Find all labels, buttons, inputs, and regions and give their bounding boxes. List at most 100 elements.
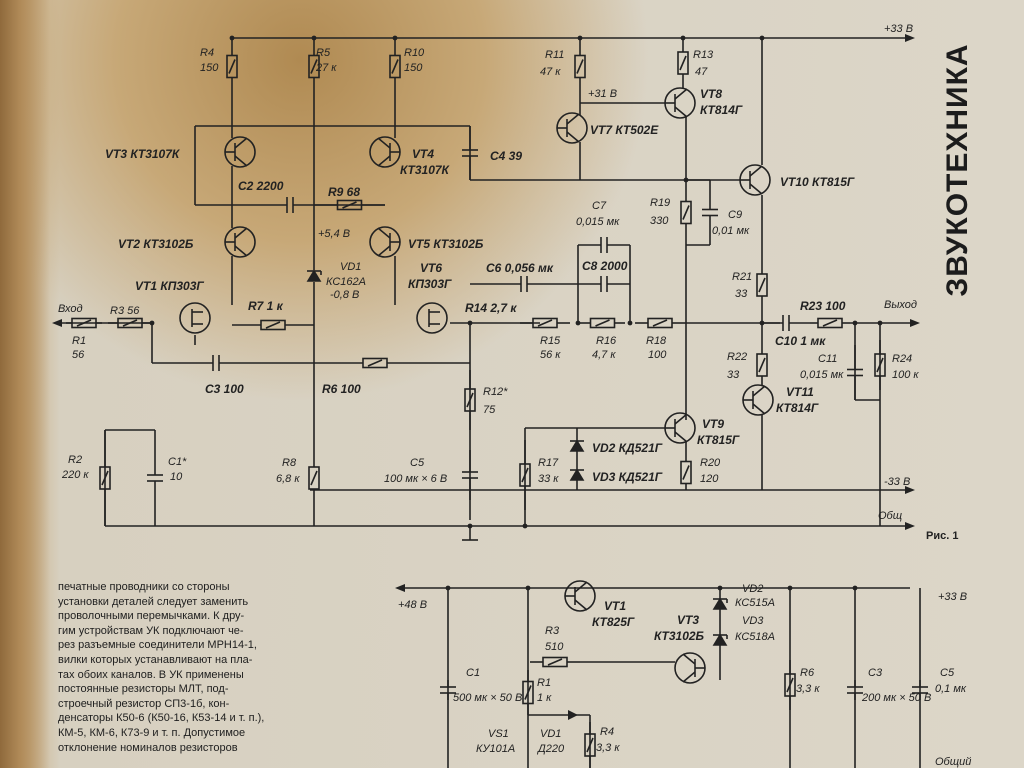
resistor-R2 (99, 466, 111, 490)
resistor-R4 (226, 54, 238, 79)
schematic-label: 33 (735, 288, 748, 300)
junction-dot (787, 585, 793, 591)
schematic-label: R3 56 (110, 305, 140, 317)
schematic-label: 100 к (892, 369, 919, 381)
schematic-label: VT2 КТ3102Б (118, 237, 194, 251)
junction-dot (229, 35, 235, 41)
schematic-label: 75 (483, 404, 496, 416)
schematic-label: 100 (648, 349, 667, 361)
schematic-label: R7 1 к (248, 299, 284, 313)
arrow (905, 522, 915, 530)
junction-dot (445, 585, 451, 591)
book-spine-shadow (0, 0, 50, 768)
schematic-label: 3,3 к (596, 742, 620, 754)
schematic-label: R11 (545, 49, 564, 61)
capacitor-C2 (286, 197, 294, 213)
schematic-label: R4 (600, 726, 614, 738)
schematic-label: C5 (940, 667, 955, 679)
schematic-label: R21 (732, 271, 752, 283)
text-line: гим устройствам УК подключают че- (58, 624, 244, 637)
capacitor-C11 (847, 368, 863, 377)
schematic-label: C7 (592, 200, 607, 212)
capacitor-C5 (462, 471, 478, 479)
text-line: отклонение номиналов резисторов (58, 741, 238, 754)
schematic-label: VT9 (702, 417, 724, 431)
fig2-capacitor-C1 (440, 686, 456, 694)
junction-dot (852, 585, 858, 591)
schematic-label: 47 к (540, 66, 561, 78)
transistor-VT11 (742, 384, 774, 416)
resistor-R5 (308, 54, 320, 79)
resistor-R1 (71, 317, 97, 329)
fig2-diode-VD1 (568, 710, 578, 720)
text-line: тах обоих каналов. В УК применены (58, 668, 244, 681)
schematic-label: R19 (650, 197, 670, 209)
resistor-R23 (817, 317, 843, 329)
schematic-label: VT10 КТ815Г (780, 175, 855, 189)
schematic-label: R16 (596, 335, 617, 347)
schematic-label: КТ814Г (776, 401, 819, 415)
text-line: строечный резистор СП3-1б, кон- (58, 697, 230, 710)
capacitor-C10 (782, 315, 790, 331)
schematic-label: -33 В (884, 476, 910, 488)
schematic-label: R3 (545, 625, 560, 637)
schematic-label: КТ3102Б (654, 629, 705, 643)
fig2-capacitor-C5 (912, 686, 928, 694)
schematic-label: 56 (72, 349, 85, 361)
schematic-label: VT3 (677, 613, 699, 627)
schematic-label: VT5 КТ3102Б (408, 237, 484, 251)
schematic-label: R10 (404, 47, 425, 59)
schematic-label: 150 (200, 62, 219, 74)
transistor-VT8 (664, 87, 696, 119)
text-line: рез разъемные соединители МРН14-1, (58, 639, 257, 652)
schematic-label: 56 к (540, 349, 561, 361)
schematic-label: Выход (884, 299, 917, 311)
schematic-label: +31 В (588, 88, 617, 100)
schematic-label: R2 (68, 454, 82, 466)
schematic-label: Общ (878, 510, 902, 522)
schematic-label: R20 (700, 457, 721, 469)
resistor-R21 (756, 273, 768, 297)
resistor-R22 (756, 353, 768, 377)
schematic-label: VD1 (340, 261, 361, 273)
schematic-label: C4 39 (490, 149, 522, 163)
fig2-zener-VD2 (712, 597, 728, 610)
junction-dot (759, 320, 765, 326)
junction-dot (683, 177, 689, 183)
fig2-transistor-VT1 (564, 580, 596, 612)
schematic-label: 47 (695, 66, 708, 78)
capacitor-C9 (702, 208, 718, 217)
schematic-label: КТ825Г (592, 615, 635, 629)
schematic-label: Общий (935, 756, 971, 768)
resistor-R20 (680, 460, 692, 485)
fig2-capacitor-C3 (847, 686, 863, 694)
schematic-label: +48 В (398, 599, 427, 611)
resistor-R13 (677, 51, 689, 75)
section-title: ЗВУКОТЕХНИКА (938, 35, 978, 305)
schematic-label: VD3 (742, 615, 764, 627)
schematic-label: R22 (727, 351, 747, 363)
schematic-label: Вход (58, 303, 83, 315)
schematic-label: C1* (168, 456, 187, 468)
junction-dot (877, 320, 883, 326)
transistor-VT2 (224, 226, 256, 258)
schematic-label: VT1 (604, 599, 626, 613)
junction-dot (525, 585, 531, 591)
schematic-label: 200 мк × 50 В (861, 692, 931, 704)
capacitor-C6 (520, 276, 528, 292)
schematic-label: R18 (646, 335, 667, 347)
fig2-resistor-R6 (784, 673, 796, 697)
fig2-resistor-R3 (542, 656, 568, 668)
schematic-label: C10 1 мк (775, 334, 826, 348)
text-line: постоянные резисторы МЛТ, под- (58, 683, 229, 696)
schematic-label: VT11 (786, 385, 814, 399)
schematic-label: 0,015 мк (800, 369, 844, 381)
resistor-R17 (519, 463, 531, 487)
resistor-R7 (260, 319, 286, 331)
schematic-label: VT4 (412, 147, 434, 161)
schematic-label: 510 (545, 641, 564, 653)
schematic-label: VT1 КП303Г (135, 279, 204, 293)
schematic-label: VT7 КТ502Е (590, 123, 659, 137)
